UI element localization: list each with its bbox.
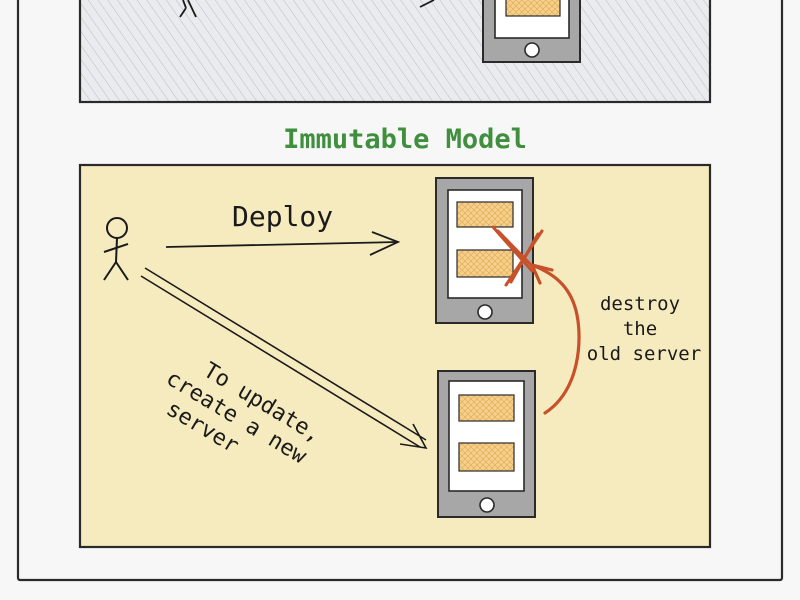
outer-frame (16, 0, 784, 582)
immutable-panel (78, 163, 712, 549)
deploy-arrow (165, 231, 401, 256)
cross-out-icon (491, 225, 544, 287)
top-server-icon (482, 0, 581, 63)
destroy-arrow (529, 262, 581, 415)
update-arrow (140, 267, 428, 450)
stick-figure-fragment-icon (179, 0, 197, 18)
arrow-fragment (419, 0, 435, 8)
top-panel (78, 0, 712, 104)
destroy-label-line2: the (623, 318, 657, 340)
section-title: Immutable Model (283, 124, 527, 155)
deploy-label: Deploy (232, 200, 333, 233)
destroy-label-line3: old server (587, 343, 701, 365)
stick-figure-icon (103, 217, 129, 281)
new-server-icon (437, 370, 536, 518)
destroy-label-line1: destroy (600, 293, 680, 315)
